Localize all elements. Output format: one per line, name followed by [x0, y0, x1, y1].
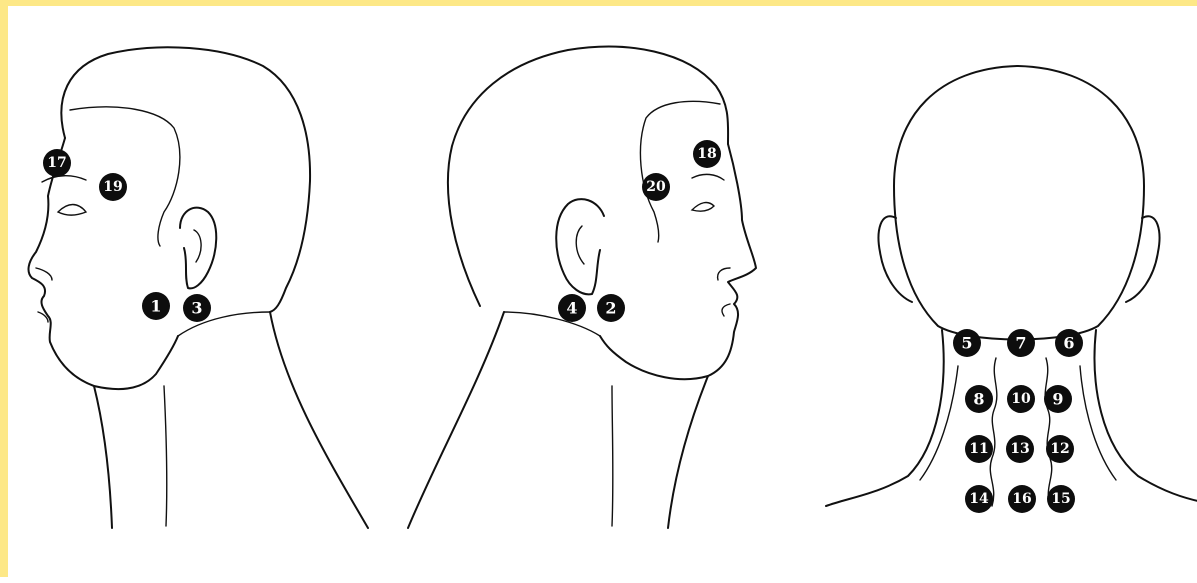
right-neck-front — [668, 376, 708, 528]
point-marker-18: 18 — [693, 140, 721, 168]
point-marker-3: 3 — [183, 294, 211, 322]
point-label-16: 16 — [1012, 491, 1031, 507]
point-marker-5: 5 — [953, 329, 981, 357]
point-marker-14: 14 — [965, 485, 993, 513]
point-label-2: 2 — [605, 299, 616, 318]
back-left-ear — [879, 216, 912, 302]
point-label-4: 4 — [566, 299, 577, 318]
point-marker-17: 17 — [43, 149, 71, 177]
right-face-outline — [600, 144, 756, 379]
point-marker-4: 4 — [558, 294, 586, 322]
point-label-11: 11 — [969, 441, 988, 457]
point-label-5: 5 — [961, 334, 972, 353]
spine-right-edge — [1045, 358, 1052, 506]
point-label-14: 14 — [969, 491, 989, 507]
point-marker-13: 13 — [1006, 435, 1034, 463]
point-label-13: 13 — [1010, 441, 1029, 457]
point-label-20: 20 — [646, 179, 666, 195]
point-marker-12: 12 — [1046, 435, 1074, 463]
point-label-18: 18 — [697, 146, 716, 162]
right-head-outline — [448, 47, 728, 306]
left-neck-line — [164, 386, 167, 526]
back-neck-right — [1095, 330, 1197, 502]
back-head-outline — [894, 66, 1144, 340]
point-marker-19: 19 — [99, 173, 127, 201]
back-neck-left — [826, 330, 944, 506]
right-profile-head — [408, 47, 756, 528]
back-right-ear — [1126, 216, 1159, 302]
spine-left-edge — [990, 358, 997, 506]
point-marker-8: 8 — [965, 385, 993, 413]
point-marker-11: 11 — [965, 435, 993, 463]
left-neck-back — [270, 312, 368, 528]
point-label-10: 10 — [1011, 391, 1031, 407]
right-eye — [692, 203, 714, 212]
point-label-7: 7 — [1015, 334, 1026, 353]
right-eyebrow — [692, 174, 724, 180]
left-ear — [180, 208, 216, 289]
right-neck-back — [408, 312, 504, 528]
right-mouth — [722, 304, 730, 316]
point-marker-20: 20 — [642, 173, 670, 201]
point-marker-15: 15 — [1047, 485, 1075, 513]
back-trapezius-left — [920, 366, 958, 480]
left-face-outline — [29, 138, 178, 389]
point-marker-9: 9 — [1044, 385, 1072, 413]
left-profile-head — [29, 47, 368, 528]
point-marker-10: 10 — [1007, 385, 1035, 413]
left-eyebrow — [42, 176, 86, 182]
right-ear — [556, 199, 604, 294]
point-label-1: 1 — [150, 297, 161, 316]
point-label-8: 8 — [973, 390, 984, 409]
right-jaw — [504, 312, 600, 336]
point-label-17: 17 — [47, 155, 66, 171]
point-marker-16: 16 — [1008, 485, 1036, 513]
point-marker-7: 7 — [1007, 329, 1035, 357]
right-nose — [718, 268, 730, 280]
right-ear-inner — [576, 226, 584, 264]
left-eye — [58, 205, 86, 216]
left-ear-inner — [194, 230, 201, 262]
point-label-12: 12 — [1050, 441, 1069, 457]
point-marker-6: 6 — [1055, 329, 1083, 357]
back-trapezius-right — [1080, 366, 1116, 480]
point-label-19: 19 — [103, 179, 122, 195]
left-hairline — [70, 107, 180, 246]
left-nose — [36, 268, 52, 280]
point-label-9: 9 — [1052, 390, 1063, 409]
point-marker-2: 2 — [597, 294, 625, 322]
point-label-3: 3 — [191, 299, 202, 318]
right-neck-line — [612, 386, 613, 526]
point-label-6: 6 — [1063, 334, 1074, 353]
point-marker-1: 1 — [142, 292, 170, 320]
tender-points-diagram: 17 19 1 3 18 20 4 2 5 7 6 8 10 9 11 13 1… — [8, 6, 1197, 583]
left-neck-front — [94, 386, 112, 528]
point-label-15: 15 — [1051, 491, 1070, 507]
right-hairline — [640, 101, 720, 242]
